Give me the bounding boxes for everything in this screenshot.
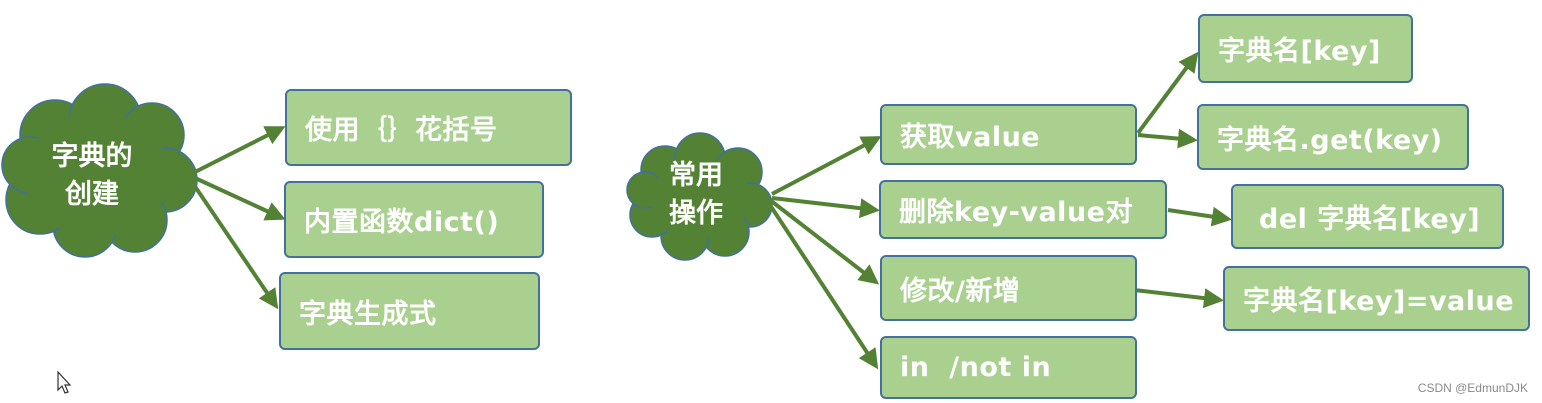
node-label: 删除key-value对 (899, 197, 1133, 228)
cloud-label-line1: 字典的 (51, 141, 133, 172)
node-get-bracket: 字典名[key] (1198, 14, 1413, 83)
node-label: del 字典名[key] (1259, 204, 1481, 235)
node-comprehension: 字典生成式 (279, 272, 540, 350)
cloud-common-ops (626, 132, 773, 261)
cursor-icon (57, 371, 72, 394)
node-label: 内置函数dict() (304, 207, 500, 238)
node-del-syntax: del 字典名[key] (1231, 184, 1504, 249)
arrow-to-get (771, 136, 882, 196)
node-membership: in /not in (880, 336, 1137, 399)
arrow-get-to-method (1137, 128, 1198, 149)
cloud-label-dict-creation: 字典的 创建 (44, 138, 140, 214)
arrow-to-modify (768, 198, 880, 285)
node-label: 获取value (900, 122, 1041, 153)
arrows-right (766, 51, 1232, 370)
node-delete-pair: 删除key-value对 (879, 180, 1167, 239)
cloud-label-line2: 操作 (669, 198, 723, 229)
arrows-left (190, 126, 286, 310)
node-braces: 使用｛｝花括号 (285, 89, 572, 166)
node-label: in /not in (900, 352, 1052, 383)
node-label: 使用｛｝花括号 (305, 115, 498, 146)
cloud-label-line2: 创建 (65, 179, 119, 210)
arrow-to-braces (194, 126, 286, 174)
node-modify-add: 修改/新增 (880, 255, 1137, 321)
arrow-delete-to-del (1167, 206, 1232, 227)
node-label: 字典名[key] (1218, 36, 1381, 67)
arrow-get-to-bracket (1136, 51, 1199, 135)
node-get-method: 字典名.get(key) (1197, 104, 1469, 170)
arrow-to-comprehension (190, 180, 279, 310)
node-label: 字典生成式 (299, 298, 437, 330)
arrow-to-dict-func (194, 176, 286, 221)
arrow-modify-to-assign (1133, 288, 1224, 309)
arrow-to-membership (766, 200, 879, 370)
node-assign-syntax: 字典名[key]=value (1223, 266, 1530, 331)
arrow-to-delete (771, 196, 880, 219)
cloud-label-line1: 常用 (669, 160, 723, 191)
node-label: 字典名.get(key) (1217, 124, 1443, 156)
cloud-label-common-ops: 常用 操作 (660, 157, 732, 233)
watermark: CSDN @EdmunDJK (1417, 381, 1528, 395)
node-label: 修改/新增 (900, 275, 1021, 307)
node-label: 字典名[key]=value (1243, 286, 1515, 317)
node-get-value: 获取value (880, 104, 1137, 165)
node-dict-func: 内置函数dict() (284, 181, 544, 258)
cloud-dict-creation (1, 83, 198, 258)
